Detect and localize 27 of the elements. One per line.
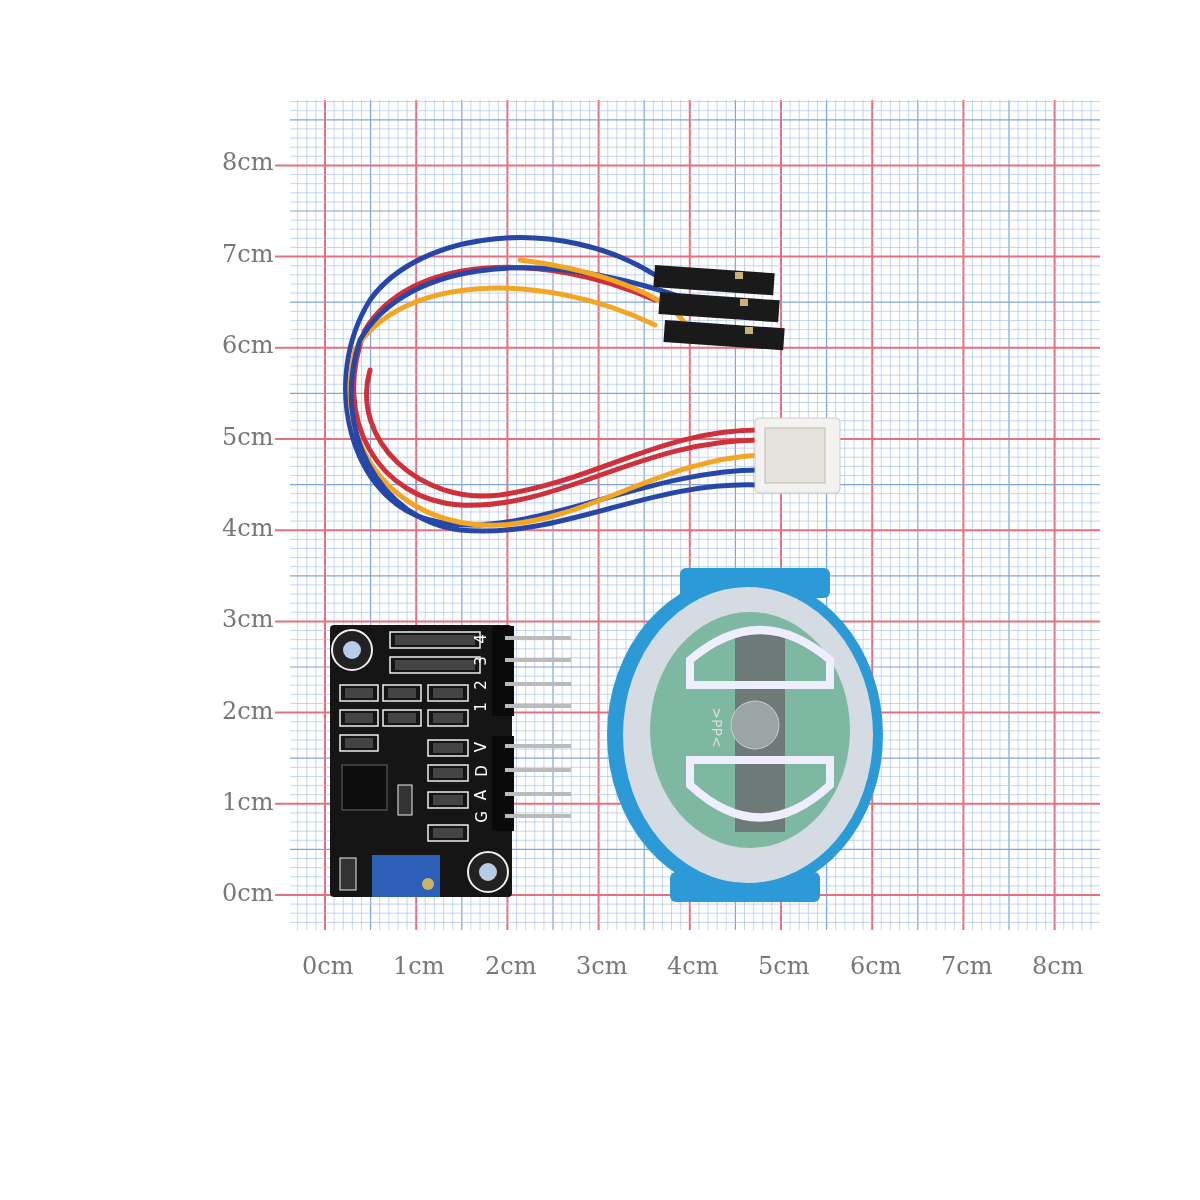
axis-label: 7cm — [222, 241, 274, 267]
pin-label: V — [473, 741, 490, 753]
axis-label: 8cm — [1032, 953, 1084, 979]
axis-label: 7cm — [941, 953, 993, 979]
pin-label: 4 — [472, 634, 489, 644]
axis-label: 5cm — [222, 424, 274, 450]
axis-label: 3cm — [576, 953, 628, 979]
axis-label: 1cm — [222, 789, 274, 815]
axis-label: 4cm — [222, 515, 274, 541]
axis-label: 4cm — [667, 953, 719, 979]
axis-label: 8cm — [222, 149, 274, 175]
axis-label: 1cm — [393, 953, 445, 979]
axis-label: 2cm — [485, 953, 537, 979]
pin-label: D — [473, 765, 490, 777]
axis-label: 6cm — [222, 332, 274, 358]
axis-label: 6cm — [850, 953, 902, 979]
pin-label: A — [473, 789, 490, 801]
pin-label: 1 — [472, 702, 489, 712]
axis-label: 0cm — [302, 953, 354, 979]
axis-label: 0cm — [222, 880, 274, 906]
marking-text: >PP< — [708, 707, 724, 748]
pin-label: G — [473, 811, 490, 823]
pin-label: 3 — [472, 656, 489, 666]
axis-label: 3cm — [222, 606, 274, 632]
pin-label: 2 — [472, 680, 489, 690]
axis-label: 2cm — [222, 698, 274, 724]
axis-label: 5cm — [758, 953, 810, 979]
